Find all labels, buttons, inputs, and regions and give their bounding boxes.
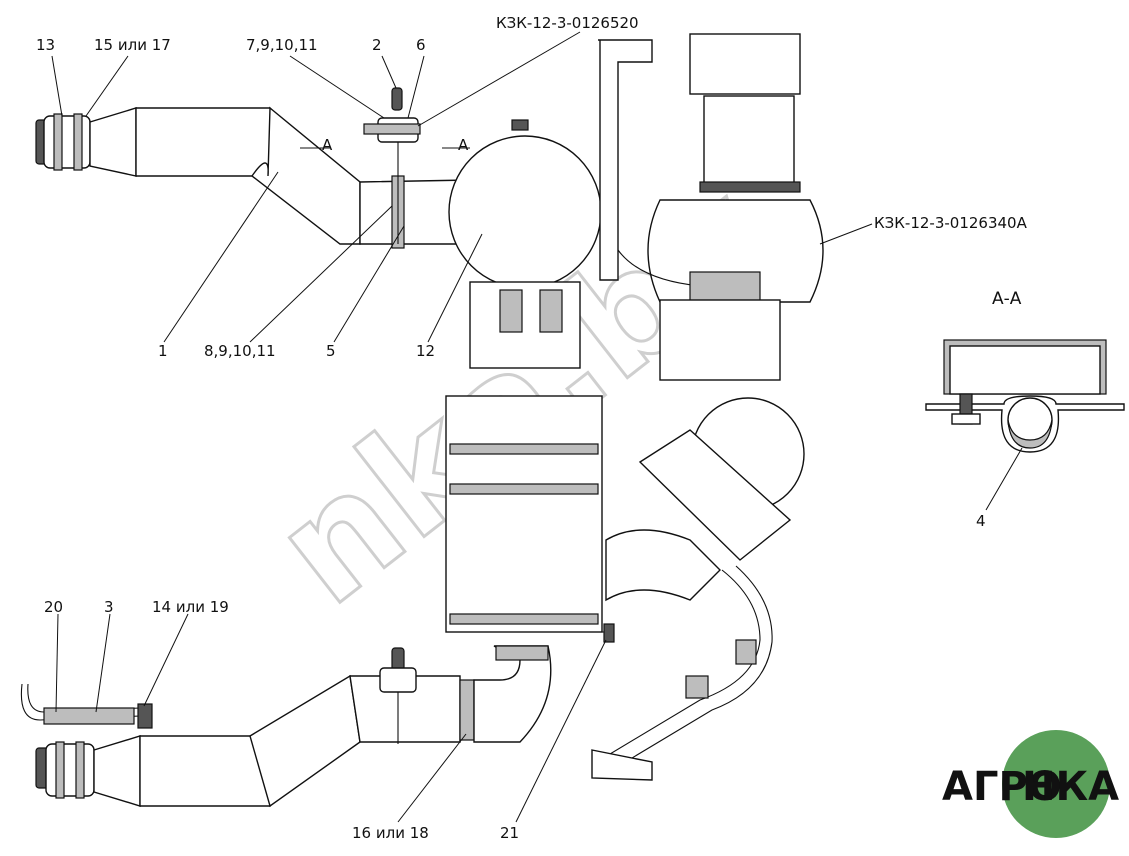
label-part-7-9-10-11: 7,9,10,11 bbox=[246, 36, 318, 54]
label-part-5: 5 bbox=[326, 342, 336, 360]
label-part-20: 20 bbox=[44, 598, 63, 616]
section-a-a bbox=[925, 339, 1125, 453]
label-part-15-17: 15 или 17 bbox=[94, 36, 171, 54]
label-ref-right: КЗК-12-3-0126340А bbox=[874, 214, 1028, 232]
label-part-2: 2 bbox=[372, 36, 382, 54]
upper-intake-pipe bbox=[35, 87, 556, 249]
agronka-logo: АГРО НКА bbox=[942, 730, 1119, 838]
label-section-a-right: А bbox=[458, 136, 469, 154]
air-cleaner-upper bbox=[448, 33, 824, 381]
label-part-13: 13 bbox=[36, 36, 55, 54]
label-part-12: 12 bbox=[416, 342, 435, 360]
logo-circle bbox=[1002, 730, 1110, 838]
label-part-14-19: 14 или 19 bbox=[152, 598, 229, 616]
label-part-1: 1 bbox=[158, 342, 168, 360]
label-part-4: 4 bbox=[976, 512, 986, 530]
label-ref-top: КЗК-12-3-0126520 bbox=[496, 14, 639, 32]
logo-text-left: АГРО bbox=[942, 764, 1062, 810]
leader-lines bbox=[51, 31, 1023, 823]
logo-text-right: НКА bbox=[1022, 764, 1119, 810]
lower-intake-pipe bbox=[20, 395, 805, 808]
label-part-6: 6 bbox=[416, 36, 426, 54]
label-part-8-9-10-11: 8,9,10,11 bbox=[204, 342, 276, 360]
label-part-21: 21 bbox=[500, 824, 519, 842]
label-part-3: 3 bbox=[104, 598, 114, 616]
section-title: А-А bbox=[992, 289, 1022, 309]
label-part-16-18: 16 или 18 bbox=[352, 824, 429, 842]
label-section-a-left: А bbox=[322, 136, 333, 154]
